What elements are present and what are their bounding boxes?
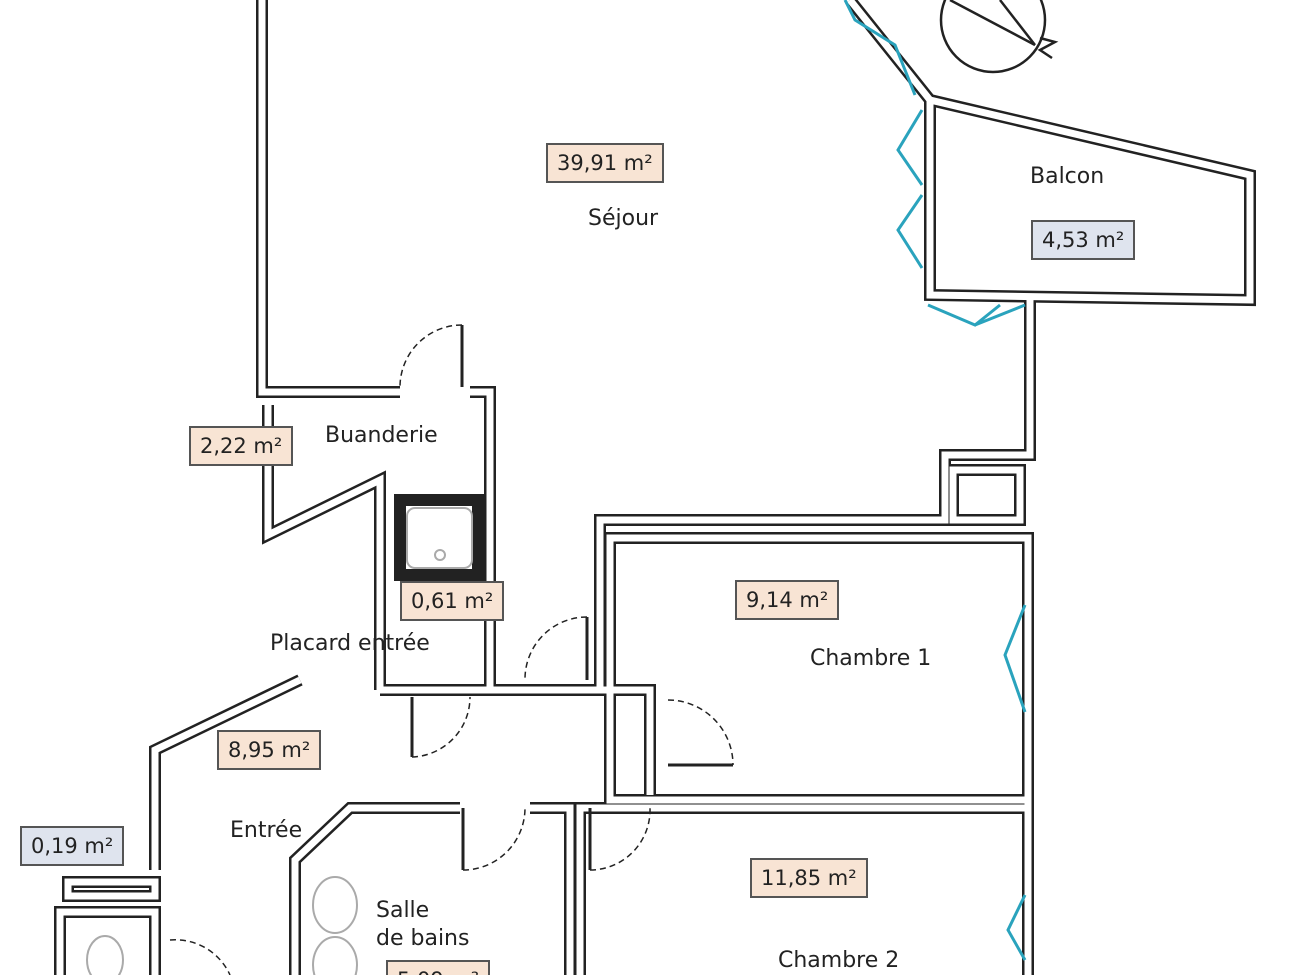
sdb-label-line1: Salle <box>376 898 430 923</box>
buanderie-area: 2,22 m² <box>189 426 294 466</box>
chambre1-label: Chambre 1 <box>810 646 932 671</box>
entree-area: 8,95 m² <box>217 730 322 770</box>
door-swings <box>169 324 734 975</box>
buanderie-label: Buanderie <box>325 423 438 448</box>
compass <box>939 0 1059 74</box>
chambre1-area: 9,14 m² <box>735 580 840 620</box>
placard-label: Placard entrée <box>270 631 430 656</box>
sdb-label-line2: de bains <box>376 926 470 951</box>
chambre2-label: Chambre 2 <box>778 948 900 973</box>
sdb-area: 5,09 m² <box>386 960 491 975</box>
placard-area: 0,61 m² <box>400 581 505 621</box>
entree-label: Entrée <box>230 818 303 843</box>
wc-area: 0,19 m² <box>20 826 125 866</box>
balcon-area: 4,53 m² <box>1031 220 1136 260</box>
windows <box>843 0 1027 961</box>
sejour-area: 39,91 m² <box>546 143 664 183</box>
sejour-label: Séjour <box>588 206 659 231</box>
door-leaves <box>410 325 733 870</box>
chambre2-area: 11,85 m² <box>750 858 868 898</box>
balcon-label: Balcon <box>1030 164 1105 189</box>
bathroom-fixtures <box>86 507 473 975</box>
